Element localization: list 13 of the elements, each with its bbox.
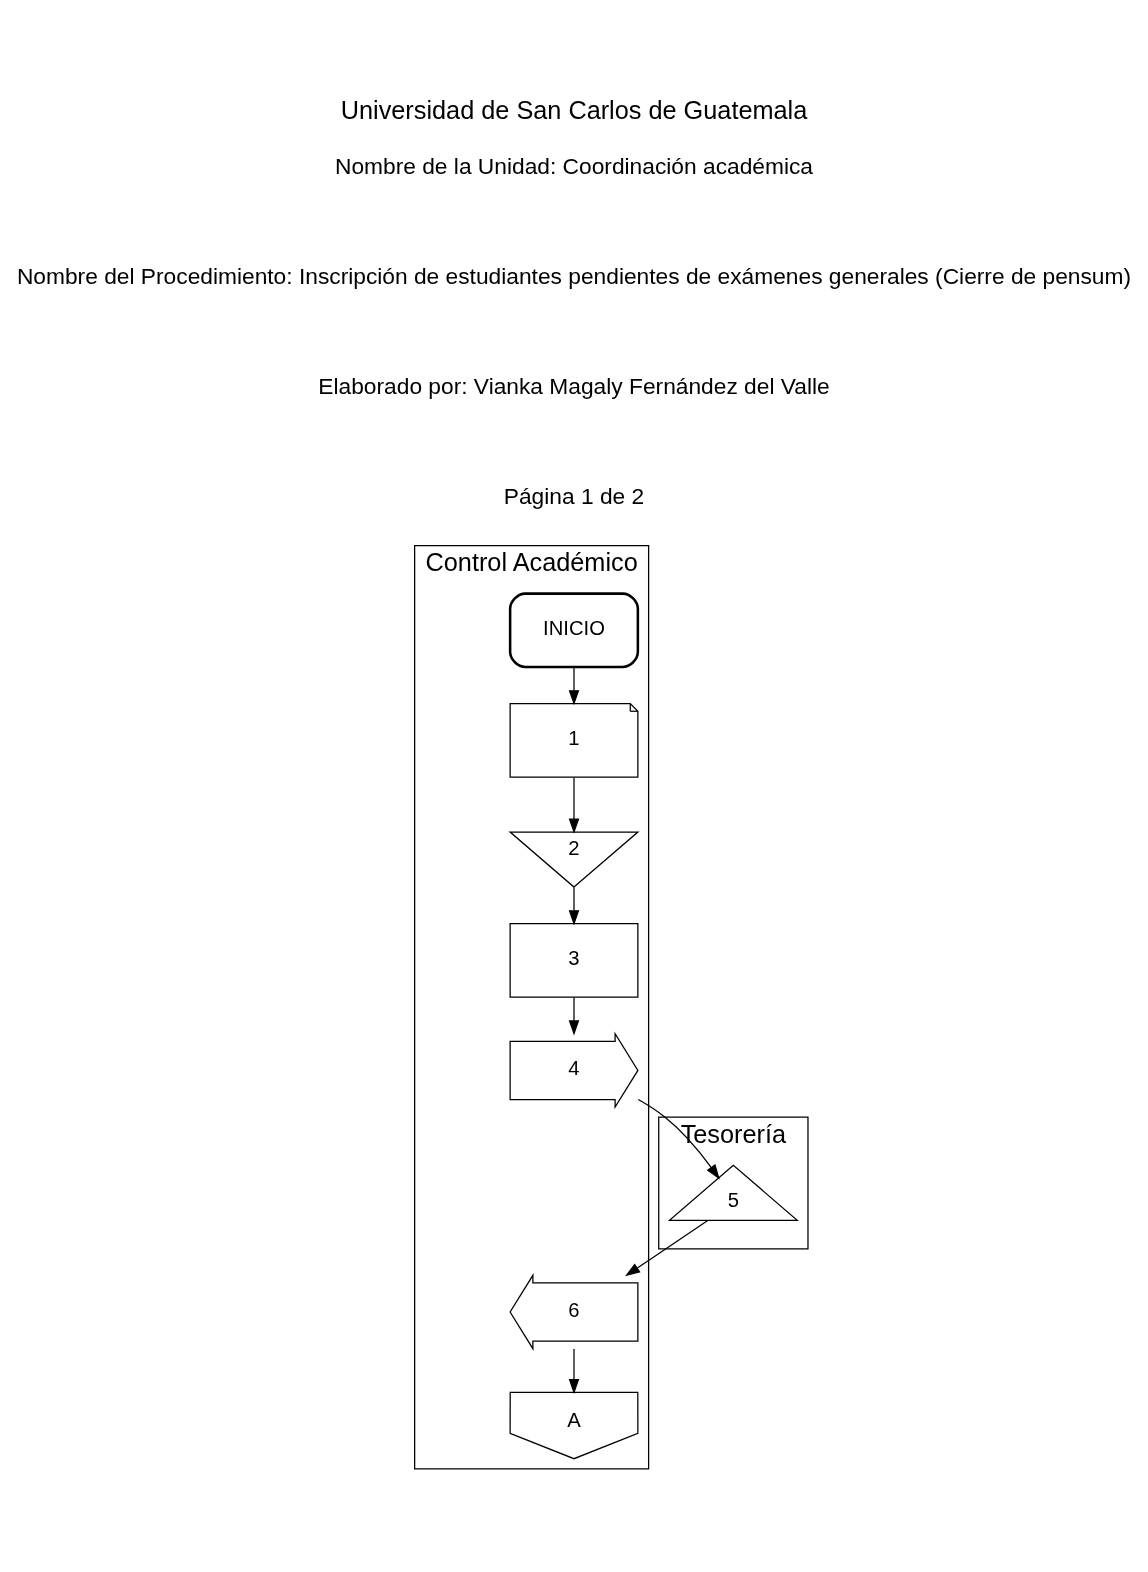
arrow xyxy=(568,776,580,834)
diagram-title: Universidad de San Carlos de Guatemala xyxy=(340,95,808,124)
node-box: INICIO xyxy=(508,591,640,668)
arrow xyxy=(637,1098,720,1179)
label: Página 1 de 2 xyxy=(503,482,645,509)
label: Elaborado por: Vianka Magaly Fernández del Valle xyxy=(318,372,830,399)
arrow xyxy=(568,996,580,1035)
arrow xyxy=(568,1347,580,1394)
arrow xyxy=(568,666,580,705)
label: Nombre del Procedimiento: Inscripción de estudiantes pendientes de exámenes generales (Cierre de pensum) xyxy=(16,262,1132,289)
arrow xyxy=(568,886,580,925)
node-box: 3 xyxy=(509,922,639,998)
label: Nombre de la Unidad: Coordinación académica xyxy=(334,152,814,179)
